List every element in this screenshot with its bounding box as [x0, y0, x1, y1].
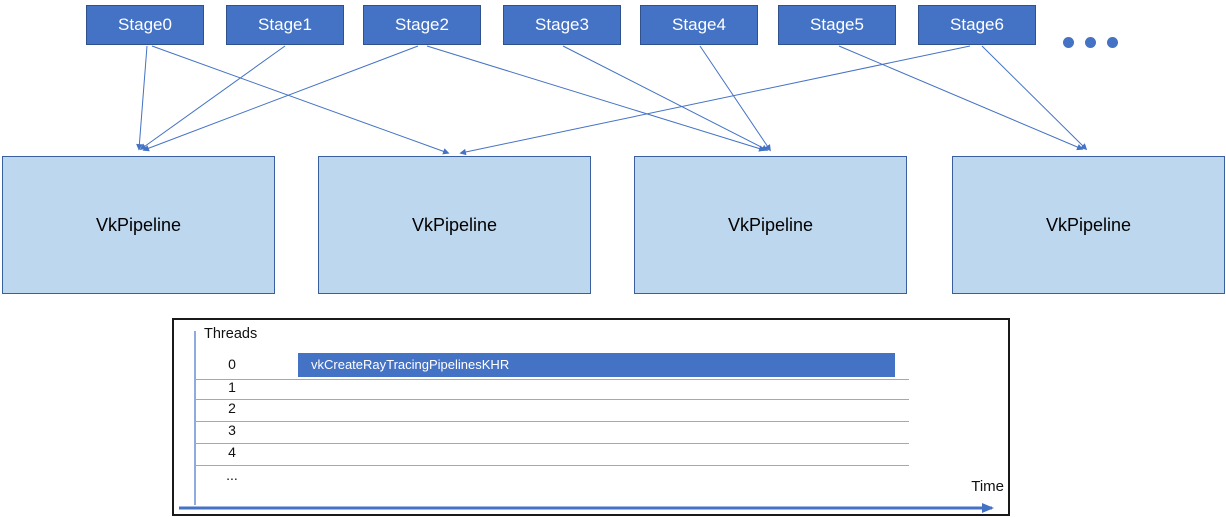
stage-box-stage3: Stage3	[503, 5, 621, 45]
thread-row-label-4: 4	[228, 444, 236, 460]
dot	[1062, 36, 1074, 48]
connector-stage0-to-pipeline-2	[151, 45, 450, 155]
thread-row-separator	[195, 443, 909, 444]
time-axis-label: Time	[971, 478, 1004, 495]
connector-stage0-to-pipeline-1	[136, 45, 148, 151]
thread-row-separator	[195, 379, 909, 380]
threads-axis-title: Threads	[204, 326, 258, 342]
stage-box-stage5: Stage5	[778, 5, 896, 45]
pipeline-box-1: VkPipeline	[2, 156, 275, 294]
connector-stage2-to-pipeline-1	[142, 45, 419, 152]
pipeline-box-2: VkPipeline	[318, 156, 591, 294]
stage-box-stage4: Stage4	[640, 5, 758, 45]
connector-stage6-to-pipeline-4	[981, 45, 1088, 151]
stage-box-stage0: Stage0	[86, 5, 204, 45]
dot	[1106, 36, 1118, 48]
timeline-bar-label: vkCreateRayTracingPipelinesKHR	[311, 357, 510, 372]
thread-row-label-etc: ...	[226, 467, 238, 483]
stage-box-stage6: Stage6	[918, 5, 1036, 45]
thread-row-separator	[195, 399, 909, 400]
thread-row-label-0: 0	[228, 356, 236, 372]
connector-stage2-to-pipeline-3	[426, 45, 766, 152]
thread-row-label-3: 3	[228, 422, 236, 438]
connector-stage4-to-pipeline-3	[699, 45, 771, 152]
thread-timeline-chart: Threads 0 1 2 3 4... vkCreateRayTracingPipel…	[172, 318, 1010, 516]
thread-row-label-1: 1	[228, 379, 236, 395]
connector-stage6-to-pipeline-2	[459, 45, 971, 156]
time-axis	[179, 503, 994, 513]
thread-axis-line	[194, 331, 196, 505]
dot	[1084, 36, 1096, 48]
pipeline-box-3: VkPipeline	[634, 156, 907, 294]
connector-stage1-to-pipeline-1	[139, 45, 286, 150]
connector-stage5-to-pipeline-4	[838, 45, 1084, 151]
stage-box-stage2: Stage2	[363, 5, 481, 45]
stage-box-stage1: Stage1	[226, 5, 344, 45]
thread-row-label-2: 2	[228, 400, 236, 416]
timeline-bar: vkCreateRayTracingPipelinesKHR	[298, 353, 895, 377]
thread-row-separator	[195, 465, 909, 466]
connector-stage3-to-pipeline-3	[562, 45, 769, 151]
thread-row-separator	[195, 421, 909, 422]
pipeline-box-4: VkPipeline	[952, 156, 1225, 294]
